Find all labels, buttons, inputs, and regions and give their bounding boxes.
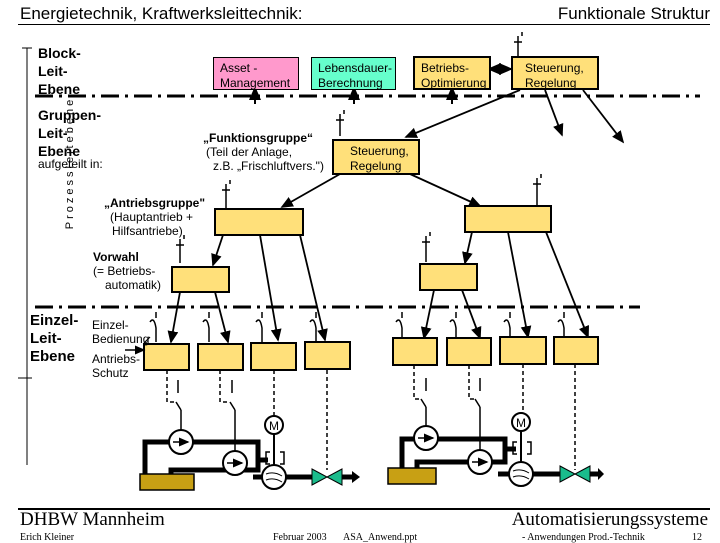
block-level-label: Block-Leit-Ebene [38, 45, 81, 97]
footer-course: Automatisierungssysteme [511, 509, 708, 530]
group-level-note: aufgeteilt in: [38, 157, 103, 171]
antriebsgruppe-annotation: „Antriebsgruppe" (Hauptantrieb + Hilfsan… [104, 196, 206, 238]
process-right [387, 412, 604, 487]
vorwahl-box-right [419, 263, 478, 291]
group-level-label: Gruppen-Leit-Ebene [38, 107, 101, 159]
betriebsoptimierung-box: Betriebs-Optimierung [413, 56, 491, 90]
antriebsgruppe-box-right [464, 205, 552, 233]
single-box-3 [250, 342, 297, 371]
footer-date: Februar 2003 [273, 532, 327, 543]
steuerung-regelung-group-box: Steuerung,Regelung [332, 139, 420, 175]
single-box-5 [392, 337, 438, 366]
asset-management-box: Asset -Management [213, 57, 299, 90]
steuerung-regelung-top-box: Steuerung,Regelung [511, 56, 599, 90]
single-level-label: Einzel-Leit-Ebene [30, 312, 79, 365]
vorwahl-annotation: Vorwahl (= Betriebs- automatik) [93, 250, 162, 292]
footer-org: DHBW Mannheim [20, 509, 165, 530]
single-box-1 [143, 343, 190, 371]
single-box-6 [446, 337, 492, 366]
antriebs-schutz-label: Antriebs-Schutz [92, 352, 141, 380]
single-box-7 [499, 336, 547, 365]
header-divider [18, 24, 710, 25]
funktionsgruppe-annotation: „Funktionsgruppe“ (Teil der Anlage, z.B.… [203, 131, 324, 173]
vorwahl-box-left [171, 266, 230, 293]
level-bracket [18, 47, 32, 465]
single-box-4 [304, 341, 351, 370]
process-left [139, 415, 360, 491]
single-box-8 [553, 336, 599, 365]
lebensdauer-box: Lebensdauer-Berechnung [311, 57, 396, 90]
antriebsgruppe-box-left [214, 208, 304, 236]
motor-label-left: M [269, 419, 279, 433]
footer-file: ASA_Anwend.ppt [343, 532, 418, 543]
single-box-2 [197, 343, 244, 371]
footer-chapter: - Anwendungen Prod.-Technik [522, 532, 645, 543]
footer-page: 12 [692, 532, 702, 543]
footer-author: Erich Kleiner [20, 532, 75, 543]
footer-divider [18, 508, 710, 510]
einzel-bedienung-label: Einzel-Bedienung [92, 318, 150, 346]
manual-operation-icons [149, 32, 565, 342]
motor-label-right: M [516, 416, 526, 430]
page-title: Energietechnik, Kraftwerksleittechnik: [20, 4, 303, 23]
page-subtitle: Funktionale Struktur [557, 4, 710, 23]
